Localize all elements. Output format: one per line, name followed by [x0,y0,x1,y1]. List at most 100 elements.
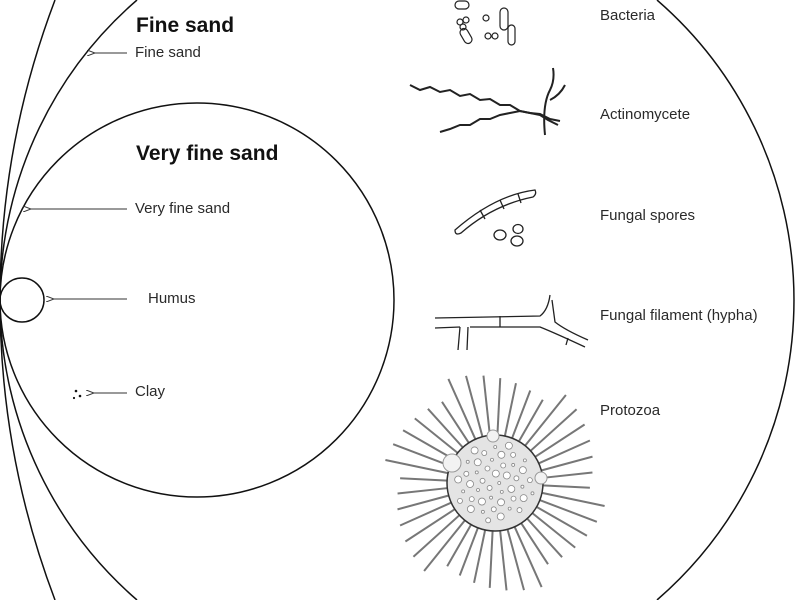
protozoa-vacuole [490,457,494,462]
protozoa-spine [423,517,468,572]
protozoa-spine [538,455,593,473]
protozoa-spine [446,521,474,567]
bacteria-drawing [454,0,516,46]
protozoa-vacuole [497,450,506,459]
fungal-spores-drawing [454,189,537,247]
protozoa-spine [524,515,563,558]
protozoa-vacuole [519,494,528,502]
protozoa-spine [427,408,466,451]
protozoa-vacuole [507,506,512,511]
protozoa-vacuole [499,489,504,494]
protozoa-spine [516,399,544,445]
protozoa-vacuole [500,462,507,469]
protozoa-vacuole [466,480,474,488]
protozoa-vacuole [511,463,516,467]
protozoa-vacuole [480,509,485,514]
fine-sand-heading: Fine sand [136,14,235,37]
protozoa-spine [533,504,588,537]
very-fine-sand-heading: Very fine sand [136,142,279,165]
actinomycete-drawing [409,67,566,136]
protozoa-spine [536,498,598,523]
protozoa-vacuole [468,496,475,503]
protozoa-spine [399,500,455,527]
protozoa-spine [447,378,478,443]
protozoa-vacuole [493,445,498,449]
protozoa-spine [505,526,525,591]
protozoa-vacuole [510,451,517,458]
protozoa-vacuole [479,477,486,484]
protozoa-spine [527,408,578,454]
protozoa-vacuole [513,475,520,482]
protozoa-spine [400,477,451,482]
fungal-filament-drawing [434,294,589,351]
protozoa-vacuole [454,475,463,484]
protozoa-spine [532,423,586,460]
protozoa-spine [404,506,458,543]
protozoa-vacuole [497,498,505,507]
protozoa-vacuole [516,507,523,513]
very-fine-sand-label: Very fine sand [135,200,231,217]
protozoa-spine [518,520,549,565]
protozoa-vacuole [465,459,470,464]
protozoa-spine [535,439,591,466]
protozoa-vacuole [510,495,517,502]
protozoa-vacuole [527,477,533,484]
protozoa-spine [512,523,543,588]
protozoa-spine [397,493,452,511]
fine-sand-label: Fine sand [135,44,201,61]
fungal-filament-label: Fungal filament (hypha) [600,307,758,324]
protozoa-drawing [385,375,605,591]
protozoa-vacuole [485,517,492,524]
protozoa-vacuole [486,485,493,491]
protozoa-vacuole [461,489,466,494]
protozoa-vacuole [522,458,527,463]
clay-particles [72,389,82,400]
protozoa-label: Protozoa [600,402,661,419]
protozoa-vacuole [473,458,482,467]
protozoa-spine [503,382,517,440]
protozoa-vacuole [476,488,480,492]
protozoa-vacuole [530,491,535,496]
protozoa-vacuole [457,498,463,504]
protozoa-spine [522,394,567,449]
protozoa-vacuole [504,441,513,450]
protozoa-vacuole [478,497,486,506]
arrows [30,53,127,393]
clay-label: Clay [135,383,166,400]
protozoa-spine [441,401,472,446]
protozoa-vacuole [466,505,475,513]
protozoa-vacuole [484,465,491,472]
bacteria-label: Bacteria [600,7,656,24]
actinomycete-label: Actinomycete [600,106,691,123]
protozoa-spine [473,526,487,584]
protozoa-spine [385,458,452,475]
protozoa-spine [529,510,576,549]
coarse-circle [0,0,56,600]
protozoa-spine [488,527,494,588]
protozoa-vacuole [502,471,511,480]
humus-circle [0,277,45,323]
protozoa-vacuole [520,484,525,489]
very-fine-sand-circle [0,102,395,498]
protozoa-spine [482,375,492,439]
protozoa-spine [458,524,480,576]
protozoa-spine [498,527,508,591]
protozoa-spine [496,378,502,439]
protozoa-vacuole [481,450,488,456]
protozoa-spine [539,484,590,489]
fungal-spores-label: Fungal spores [600,207,696,224]
protozoa-spine [414,417,461,456]
humus-label: Humus [148,290,196,307]
protozoa-vacuole [489,495,493,500]
protozoa-spine [397,486,451,495]
protozoa-spine [412,512,463,558]
protozoa-spine [539,471,593,480]
protozoa-vacuole [490,506,497,513]
protozoa-vacuole [463,470,470,477]
protozoa-vacuole [518,466,527,475]
protozoa-vacuole [474,470,479,475]
protozoa-vacuole [491,469,500,478]
protozoa-spine [465,375,485,440]
protozoa-spine [538,491,605,508]
